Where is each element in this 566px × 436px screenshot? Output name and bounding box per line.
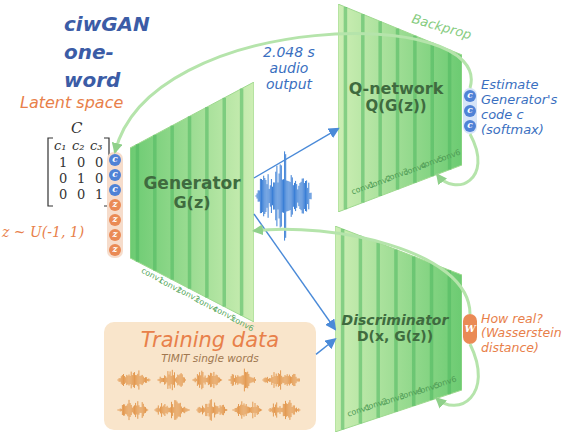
vector-unit: z	[109, 214, 121, 226]
audio-waveform	[256, 151, 311, 240]
matrix-entry: 1	[77, 172, 85, 187]
diagram-title: ciwGAN one-word	[64, 10, 168, 94]
panel-subheading: TIMIT single words	[104, 352, 316, 364]
conv-layer-stripe	[240, 89, 244, 316]
matrix-entry: c₁	[54, 139, 67, 154]
output-unit: W	[463, 314, 477, 344]
matrix-entry: c₂	[72, 139, 85, 154]
matrix-entry: 0	[95, 156, 103, 171]
node-text-box: GeneratorG(z)	[136, 174, 248, 212]
layer-label: conv6	[230, 314, 256, 333]
node-text-box: DiscriminatorD(x, G(z))	[339, 312, 451, 344]
conv-layer-stripe	[361, 14, 365, 202]
trapezoid-shape	[130, 82, 254, 322]
matrix-entry: 0	[77, 156, 85, 171]
annotation-text: Latent space	[20, 94, 123, 112]
output-letter: W	[464, 323, 475, 335]
layer-label: conv6	[432, 375, 458, 391]
network-formula: Q(G(z))	[346, 98, 446, 115]
feedback-arrow	[254, 229, 470, 314]
data-panel: Training dataTIMIT single words	[104, 322, 316, 430]
annotation-text: How real? (Wasserstein distance)	[481, 312, 566, 355]
conv-layer-stripe	[222, 98, 226, 307]
conv-layer-stripe	[136, 144, 140, 262]
network-formula: D(x, G(z))	[339, 328, 451, 344]
network-name: Q-network	[346, 80, 446, 98]
vector-unit: c	[109, 184, 121, 196]
conv-layer-stripe	[170, 126, 174, 280]
vector-unit: c	[464, 90, 476, 102]
matrix-entry: 0	[77, 188, 85, 203]
data-flow-arrow	[254, 214, 335, 329]
feedback-arrow	[115, 34, 471, 152]
node-text-box: Q-networkQ(G(z))	[346, 80, 446, 116]
layer-label: conv6	[436, 148, 462, 165]
annotation-text: z ~ U(-1, 1)	[2, 224, 84, 240]
vector-unit: z	[109, 199, 121, 211]
matrix-bracket	[48, 138, 53, 206]
vector-unit: z	[109, 244, 121, 256]
panel-heading: Training data	[104, 328, 316, 352]
conv-layer-stripe	[153, 135, 157, 271]
latent-vector: ccczzzz	[107, 152, 123, 258]
matrix-entry: 0	[95, 172, 103, 187]
latent-vector: ccc	[463, 88, 477, 134]
data-flow-arrow	[316, 339, 335, 354]
training-waveforms	[118, 369, 300, 421]
vector-unit: c	[109, 169, 121, 181]
data-flow-arrow	[254, 129, 338, 178]
matrix-entry: 0	[59, 172, 67, 187]
annotation-text: 2.048 s audio output	[256, 44, 322, 92]
vector-unit: c	[109, 154, 121, 166]
conv-layer-stripe	[344, 7, 348, 209]
network-formula: G(z)	[136, 194, 248, 212]
matrix-entry: 1	[95, 188, 103, 203]
vector-unit: c	[464, 105, 476, 117]
trapezoid-shape	[335, 226, 462, 432]
conv-layer-stripe	[341, 229, 345, 430]
feedback-arrow	[437, 344, 479, 405]
vector-unit: c	[464, 120, 476, 132]
matrix-entry: 1	[59, 156, 67, 171]
network-name: Generator	[136, 174, 248, 194]
matrix-entry: C	[71, 120, 82, 137]
matrix-entry: c₃	[90, 139, 103, 154]
vector-unit: z	[109, 229, 121, 241]
edge-label: Backprop	[410, 12, 473, 43]
network-block: GeneratorG(z)	[130, 82, 254, 322]
network-name: Discriminator	[339, 312, 451, 328]
matrix-entry: 0	[59, 188, 67, 203]
annotation-text: Estimate Generator's code c (softmax)	[481, 78, 566, 138]
